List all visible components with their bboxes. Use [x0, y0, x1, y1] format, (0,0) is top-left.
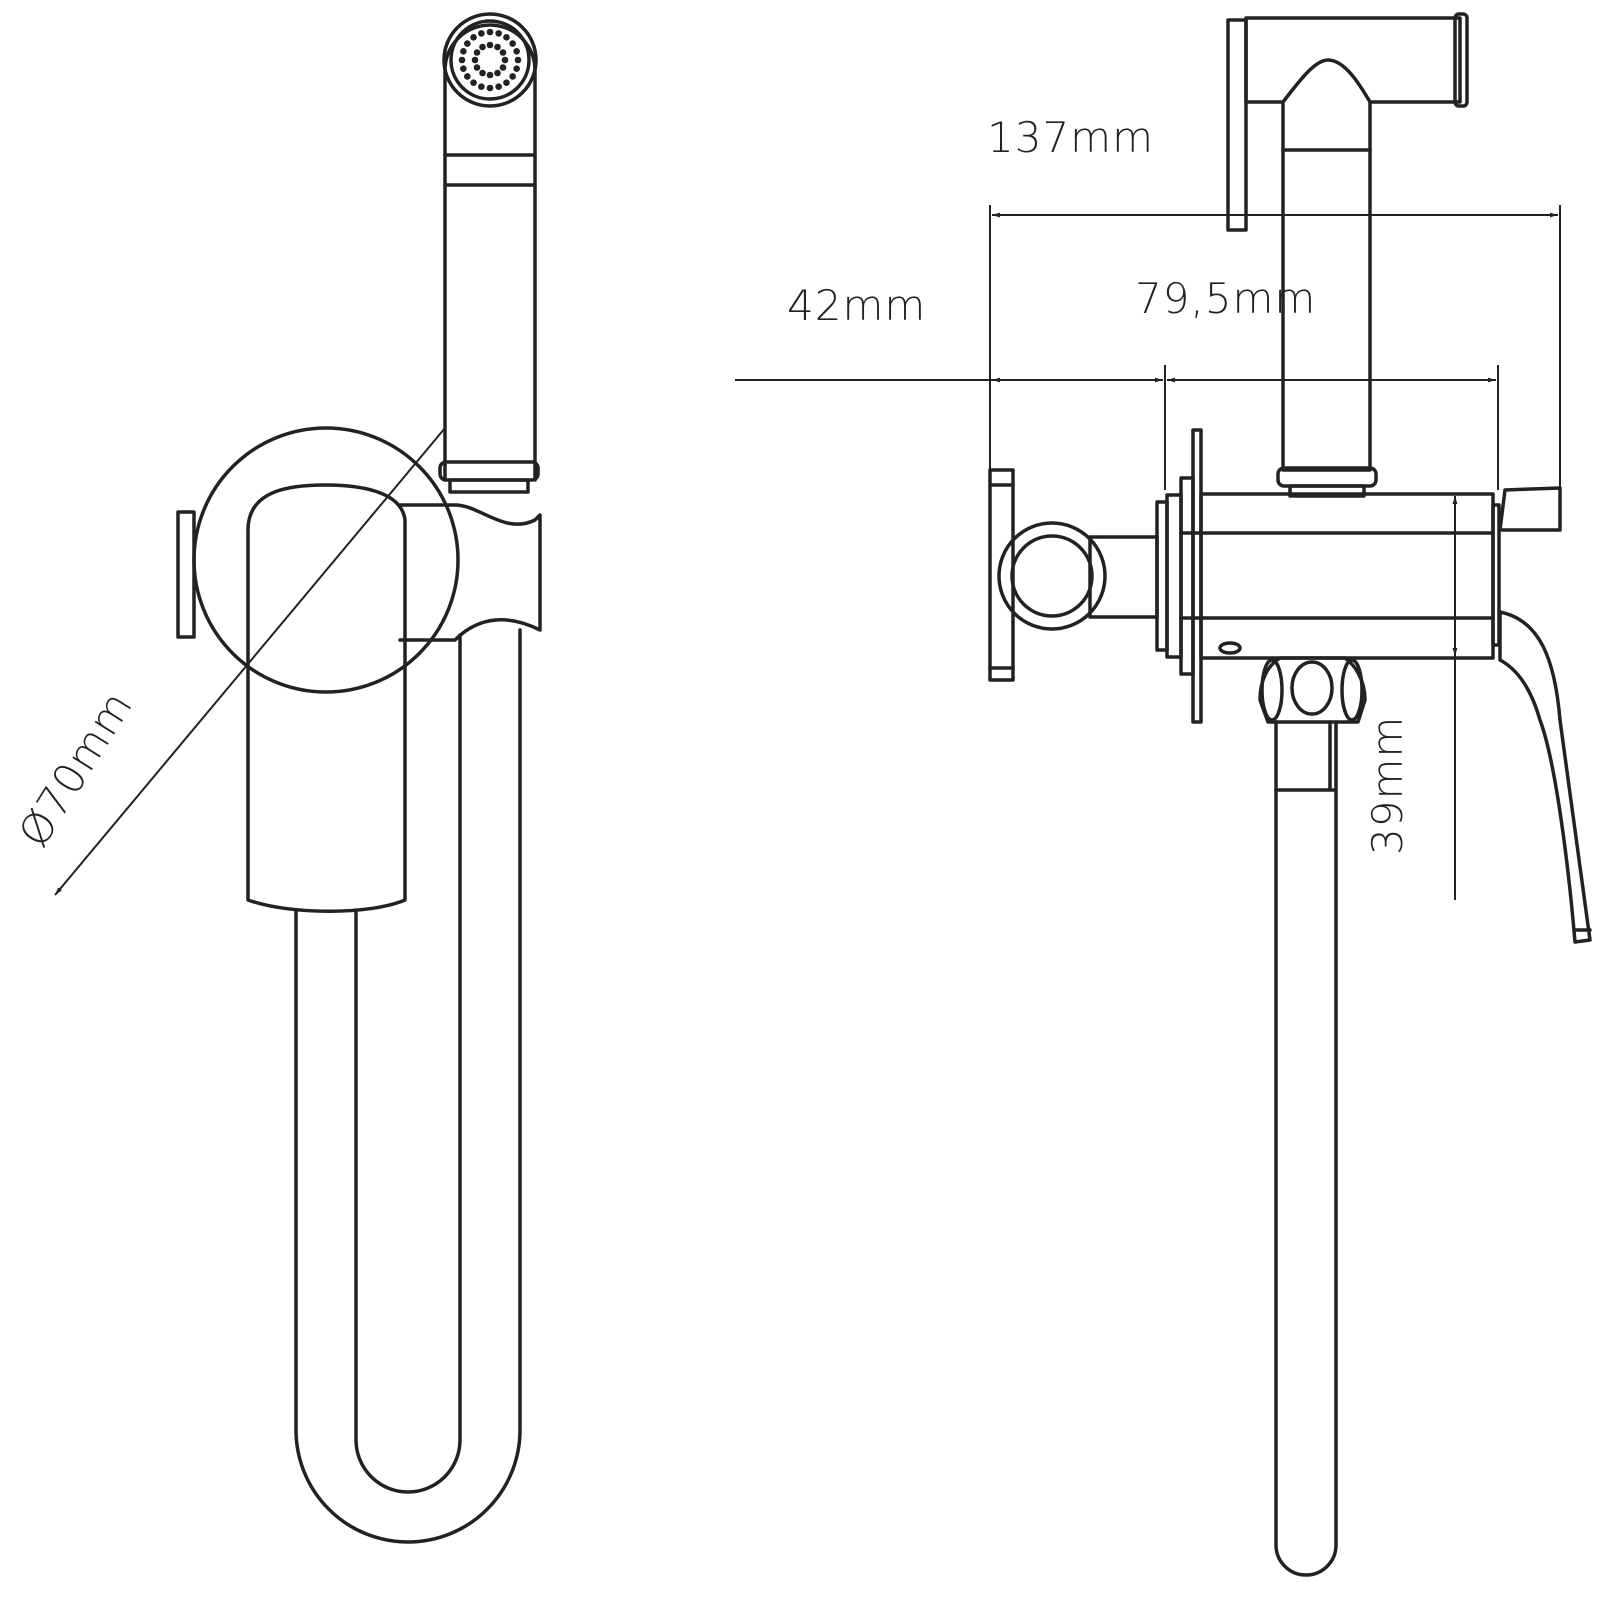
nozzle-dot — [464, 40, 471, 47]
nozzle-dot — [458, 56, 466, 64]
nozzle-dot — [473, 49, 481, 56]
nozzle-dot — [473, 64, 481, 71]
lever-side — [1498, 486, 1592, 944]
nozzle-dot — [514, 56, 522, 64]
nozzle-dot — [460, 48, 467, 55]
wall-plate-side — [988, 468, 1159, 682]
front-view: Ø70mm — [9, 12, 542, 1544]
lever-body-front — [246, 483, 407, 913]
wall-plate-front — [176, 426, 460, 694]
nozzle-dot — [503, 34, 510, 41]
nozzle-dot — [513, 48, 520, 55]
nozzle-dot — [495, 83, 502, 90]
hose-front — [294, 628, 522, 1544]
nozzle-dot — [513, 65, 520, 72]
hose-holder-front — [398, 503, 542, 642]
dimension-label-79-5: 79,5mm — [1135, 274, 1316, 323]
nozzle-dot — [460, 65, 467, 72]
nozzle-dot — [479, 69, 486, 77]
dimension-label-42: 42mm — [787, 281, 926, 330]
nozzle-dot — [479, 43, 486, 51]
nozzle-dot — [503, 79, 510, 86]
side-view: 137mm 42mm 79,5mm — [735, 12, 1592, 1577]
dimension-label-39: 39mm — [1363, 716, 1412, 855]
nozzle-dot — [486, 71, 494, 79]
spray-nozzle-dots — [458, 28, 522, 92]
nozzle-dot — [486, 28, 494, 36]
nozzle-dot — [486, 41, 494, 49]
nozzle-dot — [470, 79, 477, 86]
diameter-dimension: Ø70mm — [9, 427, 446, 896]
sprayer-side — [1226, 12, 1469, 498]
dimension-label-diameter: Ø70mm — [9, 682, 142, 855]
hose-side — [1274, 720, 1338, 1577]
nozzle-dot — [470, 34, 477, 41]
nozzle-dot — [486, 84, 494, 92]
nozzle-dot — [499, 49, 507, 56]
mixer-body-side — [1155, 428, 1501, 724]
nozzle-dot — [494, 69, 501, 77]
hose-connector-side — [1258, 656, 1367, 724]
nozzle-dot — [478, 30, 485, 37]
dimension-label-137: 137mm — [987, 113, 1154, 162]
nozzle-dot — [499, 64, 507, 71]
nozzle-dot — [471, 56, 479, 64]
nozzle-dot — [464, 73, 471, 80]
nozzle-dot — [501, 56, 509, 64]
nozzle-dot — [478, 83, 485, 90]
nozzle-dot — [509, 73, 516, 80]
nozzle-dot — [494, 43, 501, 51]
sprayer-head-front — [438, 12, 540, 494]
nozzle-dot — [495, 30, 502, 37]
nozzle-dot — [509, 40, 516, 47]
